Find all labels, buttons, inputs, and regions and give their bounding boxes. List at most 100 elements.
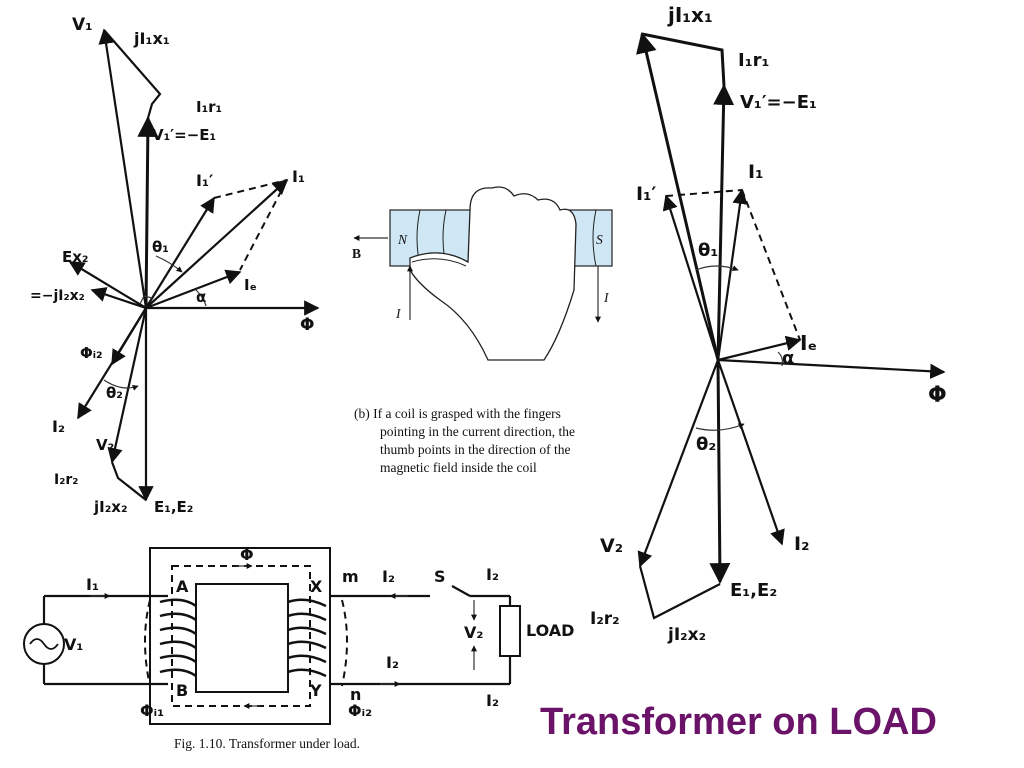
circuit-i2-right-label: I₂: [486, 565, 499, 584]
left-ie-label: Iₑ: [244, 276, 257, 294]
left-v1prime-vector: [137, 115, 159, 309]
left-phasor-diagram: V₁ jI₁x₁ I₁r₁ V₁′=−E₁ I₁′ I₁ θ₁ Ex₂ =−jI…: [30, 15, 320, 516]
right-alpha-arc: [777, 351, 784, 367]
left-v1-vector: [98, 28, 148, 309]
left-i1-vector: [145, 178, 289, 309]
leakage-flux-secondary: [341, 599, 348, 687]
terminal-m-label: m: [342, 567, 359, 586]
transformer-core-outer: [149, 547, 331, 725]
left-v2-drop-triangle: [110, 461, 147, 501]
left-v2-label: V₂: [96, 436, 114, 454]
right-v1prime-label: V₁′=−E₁: [740, 92, 817, 113]
left-I1r1-label: I₁r₁: [196, 98, 222, 116]
right-ie-vector: [717, 335, 802, 362]
right-theta2-arc: [695, 423, 745, 431]
right-i1-label: I₁: [748, 161, 763, 183]
coil-n-label: N: [397, 232, 408, 247]
right-jI1x1-label: jI₁x₁: [667, 3, 713, 27]
right-phasor-diagram: jI₁x₁ I₁r₁ V₁′=−E₁ I₁ I₁′ θ₁ Iₑ α Φ θ₂ I…: [590, 3, 947, 645]
right-e1e2-label: E₁,E₂: [730, 580, 777, 601]
load-label: LOAD: [526, 621, 574, 640]
terminal-y-label: Y: [309, 681, 322, 700]
right-phi-label: Φ: [928, 383, 947, 408]
left-right-angle-mark: [139, 295, 153, 305]
right-theta1-label: θ₁: [698, 240, 718, 261]
coil-caption-line-2: pointing in the current direction, the: [380, 424, 575, 439]
circuit-v2-label: V₂: [464, 623, 483, 642]
right-v2-vector: [637, 359, 720, 568]
left-i2-label: I₂: [52, 417, 65, 436]
secondary-winding: [287, 598, 327, 678]
left-phiI2-vector: [111, 307, 147, 366]
circuit-phi-label: Φ: [240, 545, 254, 564]
transformer-core-inner: [195, 583, 289, 693]
hand-outline: [409, 186, 577, 361]
flux-path: [171, 565, 311, 707]
left-i1-label: I₁: [292, 167, 305, 186]
left-ex2-vector: [68, 261, 147, 309]
circuit-i1-label: I₁: [86, 575, 99, 594]
right-alpha-label: α: [782, 348, 794, 369]
right-v1-vector: [636, 31, 720, 361]
circuit-caption: Fig. 1.10. Transformer under load.: [174, 736, 360, 751]
circuit-phiI1-label: Φᵢ₁: [140, 701, 164, 720]
left-jI2x2-label: jI₂x₂: [93, 498, 128, 516]
left-v1-label: V₁: [72, 15, 93, 35]
left-ex2-label: Ex₂: [62, 248, 89, 266]
switch-blade: [451, 585, 471, 597]
left-i1prime-label: I₁′: [196, 171, 213, 190]
right-i1prime-dash: [665, 189, 743, 197]
transformer-circuit: I₁ Φ A B X Y m n S I₂ I₂ I₂ I₂ V₁ V₂ LOA…: [23, 545, 574, 751]
coil-caption-line-1: (b) If a coil is grasped with the finger…: [354, 406, 561, 421]
coil-i-right-label: I: [603, 290, 610, 305]
right-v2-drop-triangle: [638, 565, 721, 620]
right-ie-label: Iₑ: [800, 331, 817, 355]
slide-title: Transformer on LOAD: [540, 701, 937, 743]
primary-winding: [159, 598, 197, 677]
right-v2-label: V₂: [600, 535, 623, 557]
left-phiI2-label: Φᵢ₂: [80, 344, 103, 362]
left-e1e2-label: E₁,E₂: [154, 498, 193, 516]
load-resistor: [499, 605, 521, 657]
coil-i-left-label: I: [395, 306, 402, 321]
left-ie-vector: [145, 269, 242, 310]
ac-sine-glyph: [29, 638, 59, 650]
left-theta2-label: θ₂: [106, 384, 123, 402]
left-theta1-label: θ₁: [152, 238, 169, 256]
left-v2-vector: [107, 307, 148, 464]
left-ie-dash: [239, 179, 288, 271]
leakage-flux-primary: [144, 599, 151, 687]
coil-b-label: B: [352, 246, 361, 261]
terminal-b-label: B: [176, 681, 188, 700]
right-i1-vector: [716, 188, 748, 361]
left-phi-label: Φ: [300, 315, 314, 335]
right-I2r2-label: I₂r₂: [590, 609, 620, 629]
circuit-v1-label: V₁: [64, 635, 83, 654]
right-e1e2-vector: [709, 359, 731, 585]
right-i2-label: I₂: [794, 533, 809, 555]
left-i1prime-dash: [213, 179, 288, 199]
right-drop-triangle: [641, 32, 726, 87]
left-theta2-arc: [103, 379, 139, 391]
right-ie-dash: [741, 189, 801, 341]
right-I1r1-label: I₁r₁: [738, 50, 769, 71]
right-i2-vector: [716, 359, 785, 546]
left-drop-triangle: [103, 29, 162, 119]
circuit-i2-bottom-right-label: I₂: [486, 691, 499, 710]
circuit-i2-top-label: I₂: [382, 567, 395, 586]
coil-caption-line-3: thumb points in the direction of the: [380, 442, 570, 457]
terminal-n-label: n: [350, 685, 361, 704]
left-alpha-arc: [195, 289, 207, 307]
right-v1prime-vector: [713, 83, 735, 361]
switch-s-label: S: [434, 567, 446, 586]
left-mjI2x2-vector: [90, 287, 147, 310]
right-i1prime-vector: [662, 194, 720, 361]
terminal-a-label: A: [176, 577, 189, 596]
left-mjI2x2-label: =−jI₂x₂: [30, 288, 85, 304]
left-alpha-label: α: [196, 288, 206, 306]
coil-caption-line-4: magnetic field inside the coil: [380, 460, 537, 475]
coil-hand-figure: N S B I I (b) If a coil is grasped with …: [352, 186, 613, 475]
circuit-i2-bottom-label: I₂: [386, 653, 399, 672]
left-i1prime-vector: [145, 196, 215, 309]
